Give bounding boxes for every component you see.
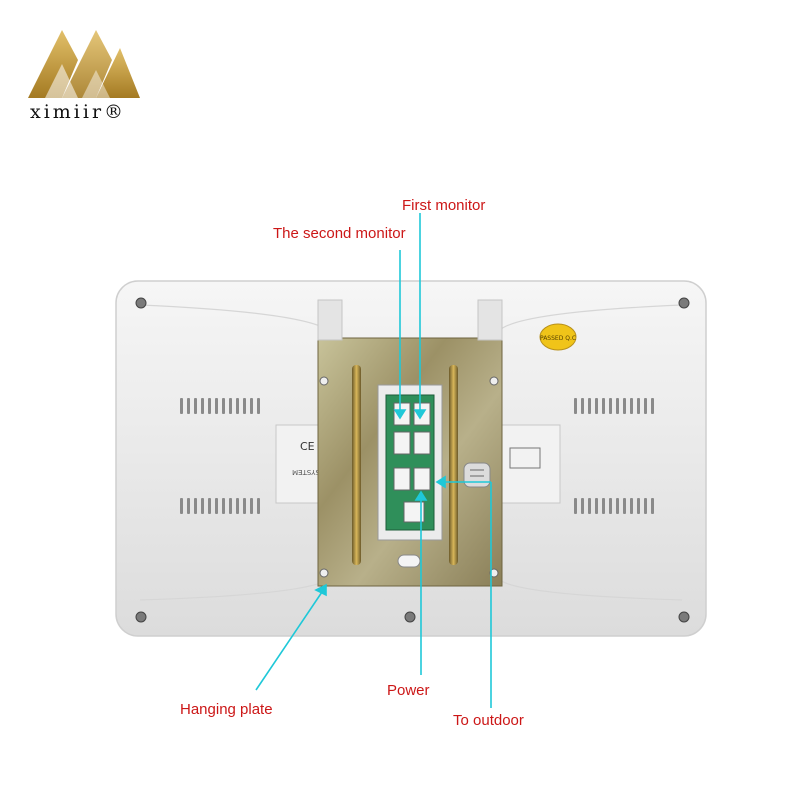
vent-slot — [250, 498, 253, 514]
vent-slot — [201, 398, 204, 414]
vent-slot — [250, 398, 253, 414]
vent-slot — [595, 398, 598, 414]
vent-slot — [644, 498, 647, 514]
screw-icon — [135, 297, 690, 623]
vent-slot — [208, 498, 211, 514]
vent-slot — [630, 498, 633, 514]
vent-slot — [602, 398, 605, 414]
vent-slot — [630, 398, 633, 414]
label-hanging-plate: Hanging plate — [180, 701, 273, 718]
label-first-monitor: First monitor — [402, 197, 486, 214]
outdoor-port — [463, 462, 491, 488]
vent-slot — [609, 498, 612, 514]
leader-lines — [255, 213, 492, 708]
label-power: Power — [387, 682, 430, 699]
vent-slot — [194, 498, 197, 514]
vent-slot — [215, 398, 218, 414]
svg-text:PASSED Q.C: PASSED Q.C — [540, 335, 576, 342]
vent-slot — [588, 398, 591, 414]
vent-slot — [187, 398, 190, 414]
vent-slot — [616, 398, 619, 414]
vent-slot — [257, 498, 260, 514]
vent-slot — [180, 498, 183, 514]
vent-slot — [236, 498, 239, 514]
vent-slot — [215, 498, 218, 514]
vent-slot — [651, 498, 654, 514]
vent-slot — [222, 398, 225, 414]
vent-slot — [243, 398, 246, 414]
svg-text:SYSTEM: SYSTEM — [292, 468, 320, 476]
vent-slot — [243, 498, 246, 514]
vent-slot — [222, 498, 225, 514]
connector-board — [377, 384, 443, 541]
vent-slot — [651, 398, 654, 414]
label-second-monitor: The second monitor — [273, 225, 406, 242]
vent-slot — [609, 398, 612, 414]
vent-slot — [595, 498, 598, 514]
vent-slot — [616, 498, 619, 514]
brand-logo-icon — [28, 30, 140, 98]
vent-slot — [623, 498, 626, 514]
vent-slot — [637, 498, 640, 514]
vent-slot — [581, 498, 584, 514]
vent-slot — [644, 398, 647, 414]
vent-slot — [180, 398, 183, 414]
vent-slot — [581, 398, 584, 414]
vent-slot — [229, 398, 232, 414]
vent-slot — [257, 398, 260, 414]
vent-slot — [236, 398, 239, 414]
vent-grille — [180, 398, 654, 514]
svg-text:CE: CE — [300, 440, 315, 453]
vent-slot — [194, 398, 197, 414]
vent-slot — [637, 398, 640, 414]
vent-slot — [574, 498, 577, 514]
qc-sticker: PASSED Q.C — [539, 323, 577, 351]
vent-slot — [574, 398, 577, 414]
vent-slot — [588, 498, 591, 514]
vent-slot — [229, 498, 232, 514]
vent-slot — [187, 498, 190, 514]
vent-slot — [201, 498, 204, 514]
label-to-outdoor: To outdoor — [453, 712, 524, 729]
vent-slot — [623, 398, 626, 414]
brand-name: ximiir® — [30, 101, 127, 123]
vent-slot — [602, 498, 605, 514]
vent-slot — [208, 398, 211, 414]
